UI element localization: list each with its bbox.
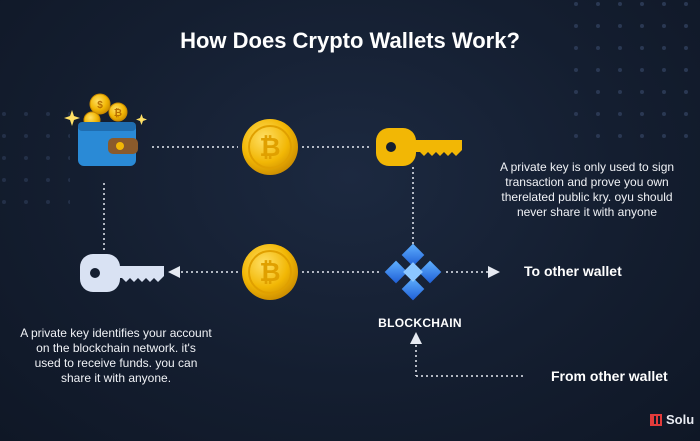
bitcoin-coin-top-icon: ₿ xyxy=(242,119,298,175)
to-other-wallet-label: To other wallet xyxy=(524,263,622,279)
dot-grid-left xyxy=(0,110,70,220)
blockchain-label: BLOCKCHAIN xyxy=(378,316,462,330)
private-key-description: A private key is only used to sign trans… xyxy=(478,160,696,220)
page-title: How Does Crypto Wallets Work? xyxy=(180,28,520,53)
connectors xyxy=(103,146,525,377)
public-key-line-2: on the blockchain network. it's xyxy=(36,341,196,355)
public-key-description: A private key identifies your account on… xyxy=(0,326,232,386)
private-key-line-2: transaction and prove you own xyxy=(505,175,669,189)
public-key-line-4: share it with anyone. xyxy=(60,371,172,385)
arrow-left-publickey xyxy=(168,266,180,278)
svg-text:₿: ₿ xyxy=(259,132,280,162)
blockchain-icon xyxy=(384,243,442,301)
bitcoin-coin-bottom-icon: ₿ xyxy=(242,244,298,300)
brand-logo: Solu xyxy=(650,412,694,427)
from-other-wallet-label: From other wallet xyxy=(551,368,668,384)
svg-text:₿: ₿ xyxy=(114,107,122,119)
public-key-icon xyxy=(80,254,164,292)
public-key-line-1: A private key identifies your account xyxy=(20,326,212,340)
svg-text:₿: ₿ xyxy=(259,257,280,287)
svg-text:$: $ xyxy=(97,100,103,111)
public-key-line-3: used to receive funds. you can xyxy=(34,356,198,370)
private-key-line-4: never share it with anyone xyxy=(516,205,658,219)
private-key-line-3: therelated public kry. oyu should xyxy=(501,190,673,204)
arrow-right-to-wallet xyxy=(488,266,500,278)
wallet-icon: $ ₿ xyxy=(64,93,147,166)
arrow-up-blockchain xyxy=(410,332,422,344)
private-key-line-1: A private key is only used to sign xyxy=(499,160,675,174)
brand-mark-icon xyxy=(650,413,662,426)
brand-name: Solu xyxy=(666,412,695,427)
private-key-icon xyxy=(376,128,462,166)
dot-grid-top-right xyxy=(560,0,700,150)
